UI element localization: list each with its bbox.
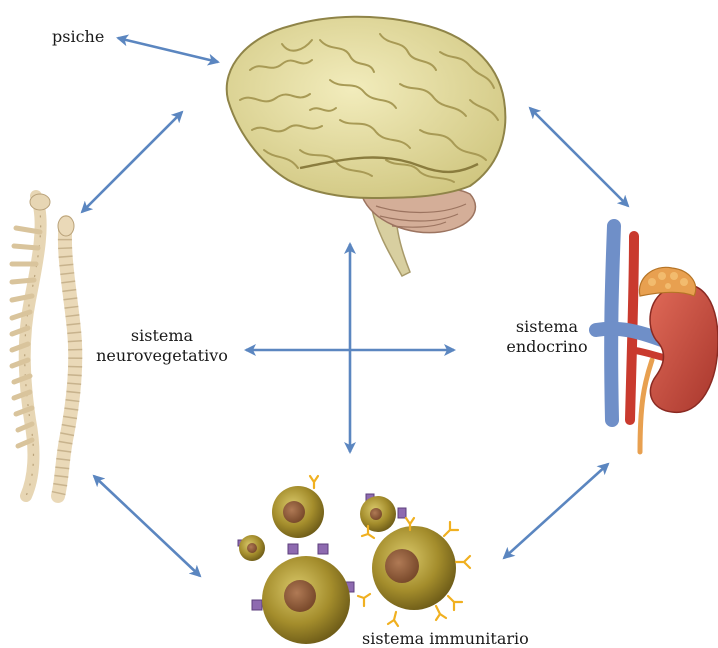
arrow-kidney-immune [504, 464, 608, 558]
label-neuro-line2: neurovegetativo [84, 346, 240, 366]
label-sistema-immunitario: sistema immunitario [362, 629, 529, 648]
brain-icon [227, 17, 506, 276]
label-endo-line2: endocrino [492, 337, 602, 357]
arrow-spine-immune [94, 476, 200, 576]
kidney-icon [596, 226, 718, 452]
arrow-psiche-brain [118, 38, 218, 62]
label-psiche: psiche [52, 27, 104, 47]
spine-icon [12, 194, 75, 496]
label-endo-line1: sistema [492, 317, 602, 337]
label-neuro-line1: sistema [84, 326, 240, 346]
label-sistema-neurovegetativo: sistema neurovegetativo [84, 326, 240, 366]
immune-cells-icon [238, 476, 470, 644]
arrow-brain-kidney [530, 108, 628, 206]
label-sistema-endocrino: sistema endocrino [492, 317, 602, 357]
arrow-spine-brain [82, 112, 182, 212]
